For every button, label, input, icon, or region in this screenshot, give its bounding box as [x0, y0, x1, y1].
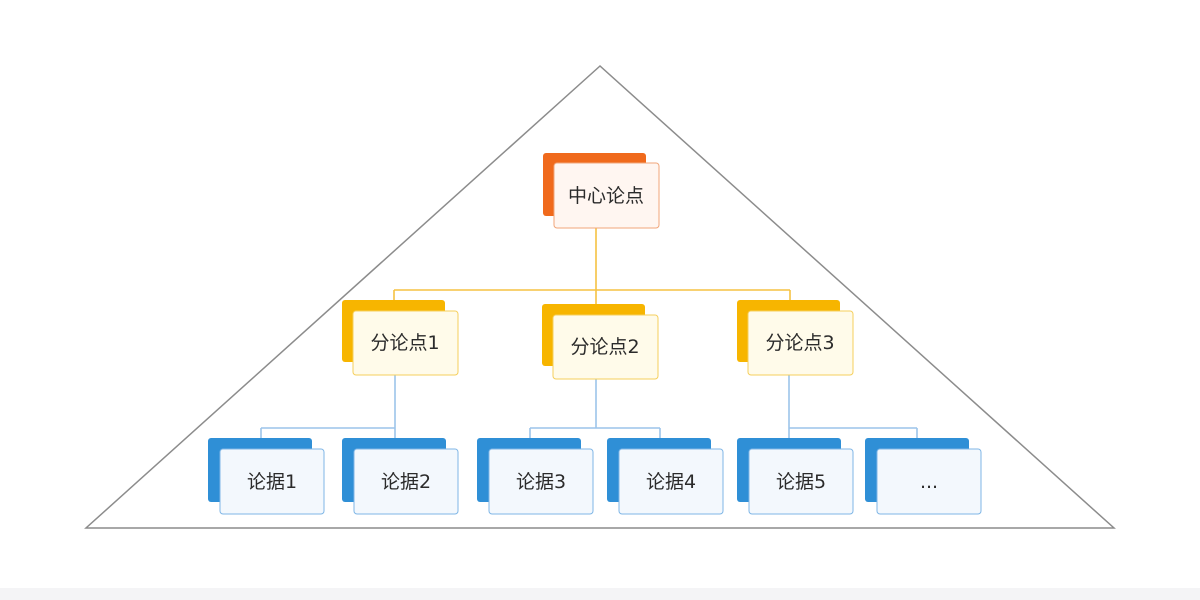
evidence-node-4[interactable]: 论据4: [607, 438, 724, 515]
evidence-2-box: [353, 448, 459, 515]
sub-point-node-3[interactable]: 分论点3: [737, 300, 854, 376]
evidence-3-label: 论据3: [516, 471, 566, 493]
evidence-node-6[interactable]: ...: [865, 438, 982, 515]
connector-lines: [260, 228, 918, 438]
evidence-node-2[interactable]: 论据2: [342, 438, 459, 515]
sub-point-3-label: 分论点3: [765, 332, 834, 354]
pyramid-outline: [84, 64, 1116, 529]
sub-point-1-box: [352, 310, 459, 376]
central-node[interactable]: 中心论点: [543, 153, 660, 229]
sub-point-1-label: 分论点1: [370, 332, 439, 354]
sub-point-node-1[interactable]: 分论点1: [342, 300, 459, 376]
evidence-6-label: ...: [920, 471, 938, 493]
evidence-1-box: [219, 448, 325, 515]
evidence-node-5[interactable]: 论据5: [737, 438, 854, 515]
evidence-2-label: 论据2: [381, 471, 431, 493]
evidence-6-box: [876, 448, 982, 515]
evidence-node-1[interactable]: 论据1: [208, 438, 325, 515]
evidence-3-box: [488, 448, 594, 515]
evidence-5-label: 论据5: [776, 471, 826, 493]
central-node-box: [553, 162, 660, 229]
sub-point-2-box: [552, 314, 659, 380]
central-node-label: 中心论点: [568, 185, 644, 207]
evidence-1-label: 论据1: [247, 471, 297, 493]
evidence-node-3[interactable]: 论据3: [477, 438, 594, 515]
evidence-4-box: [618, 448, 724, 515]
sub-point-2-label: 分论点2: [570, 336, 639, 358]
sub-point-3-box: [747, 310, 854, 376]
sub-point-node-2[interactable]: 分论点2: [542, 304, 659, 380]
bottom-bar: [0, 588, 1200, 600]
evidence-5-box: [748, 448, 854, 515]
evidence-4-label: 论据4: [646, 471, 696, 493]
